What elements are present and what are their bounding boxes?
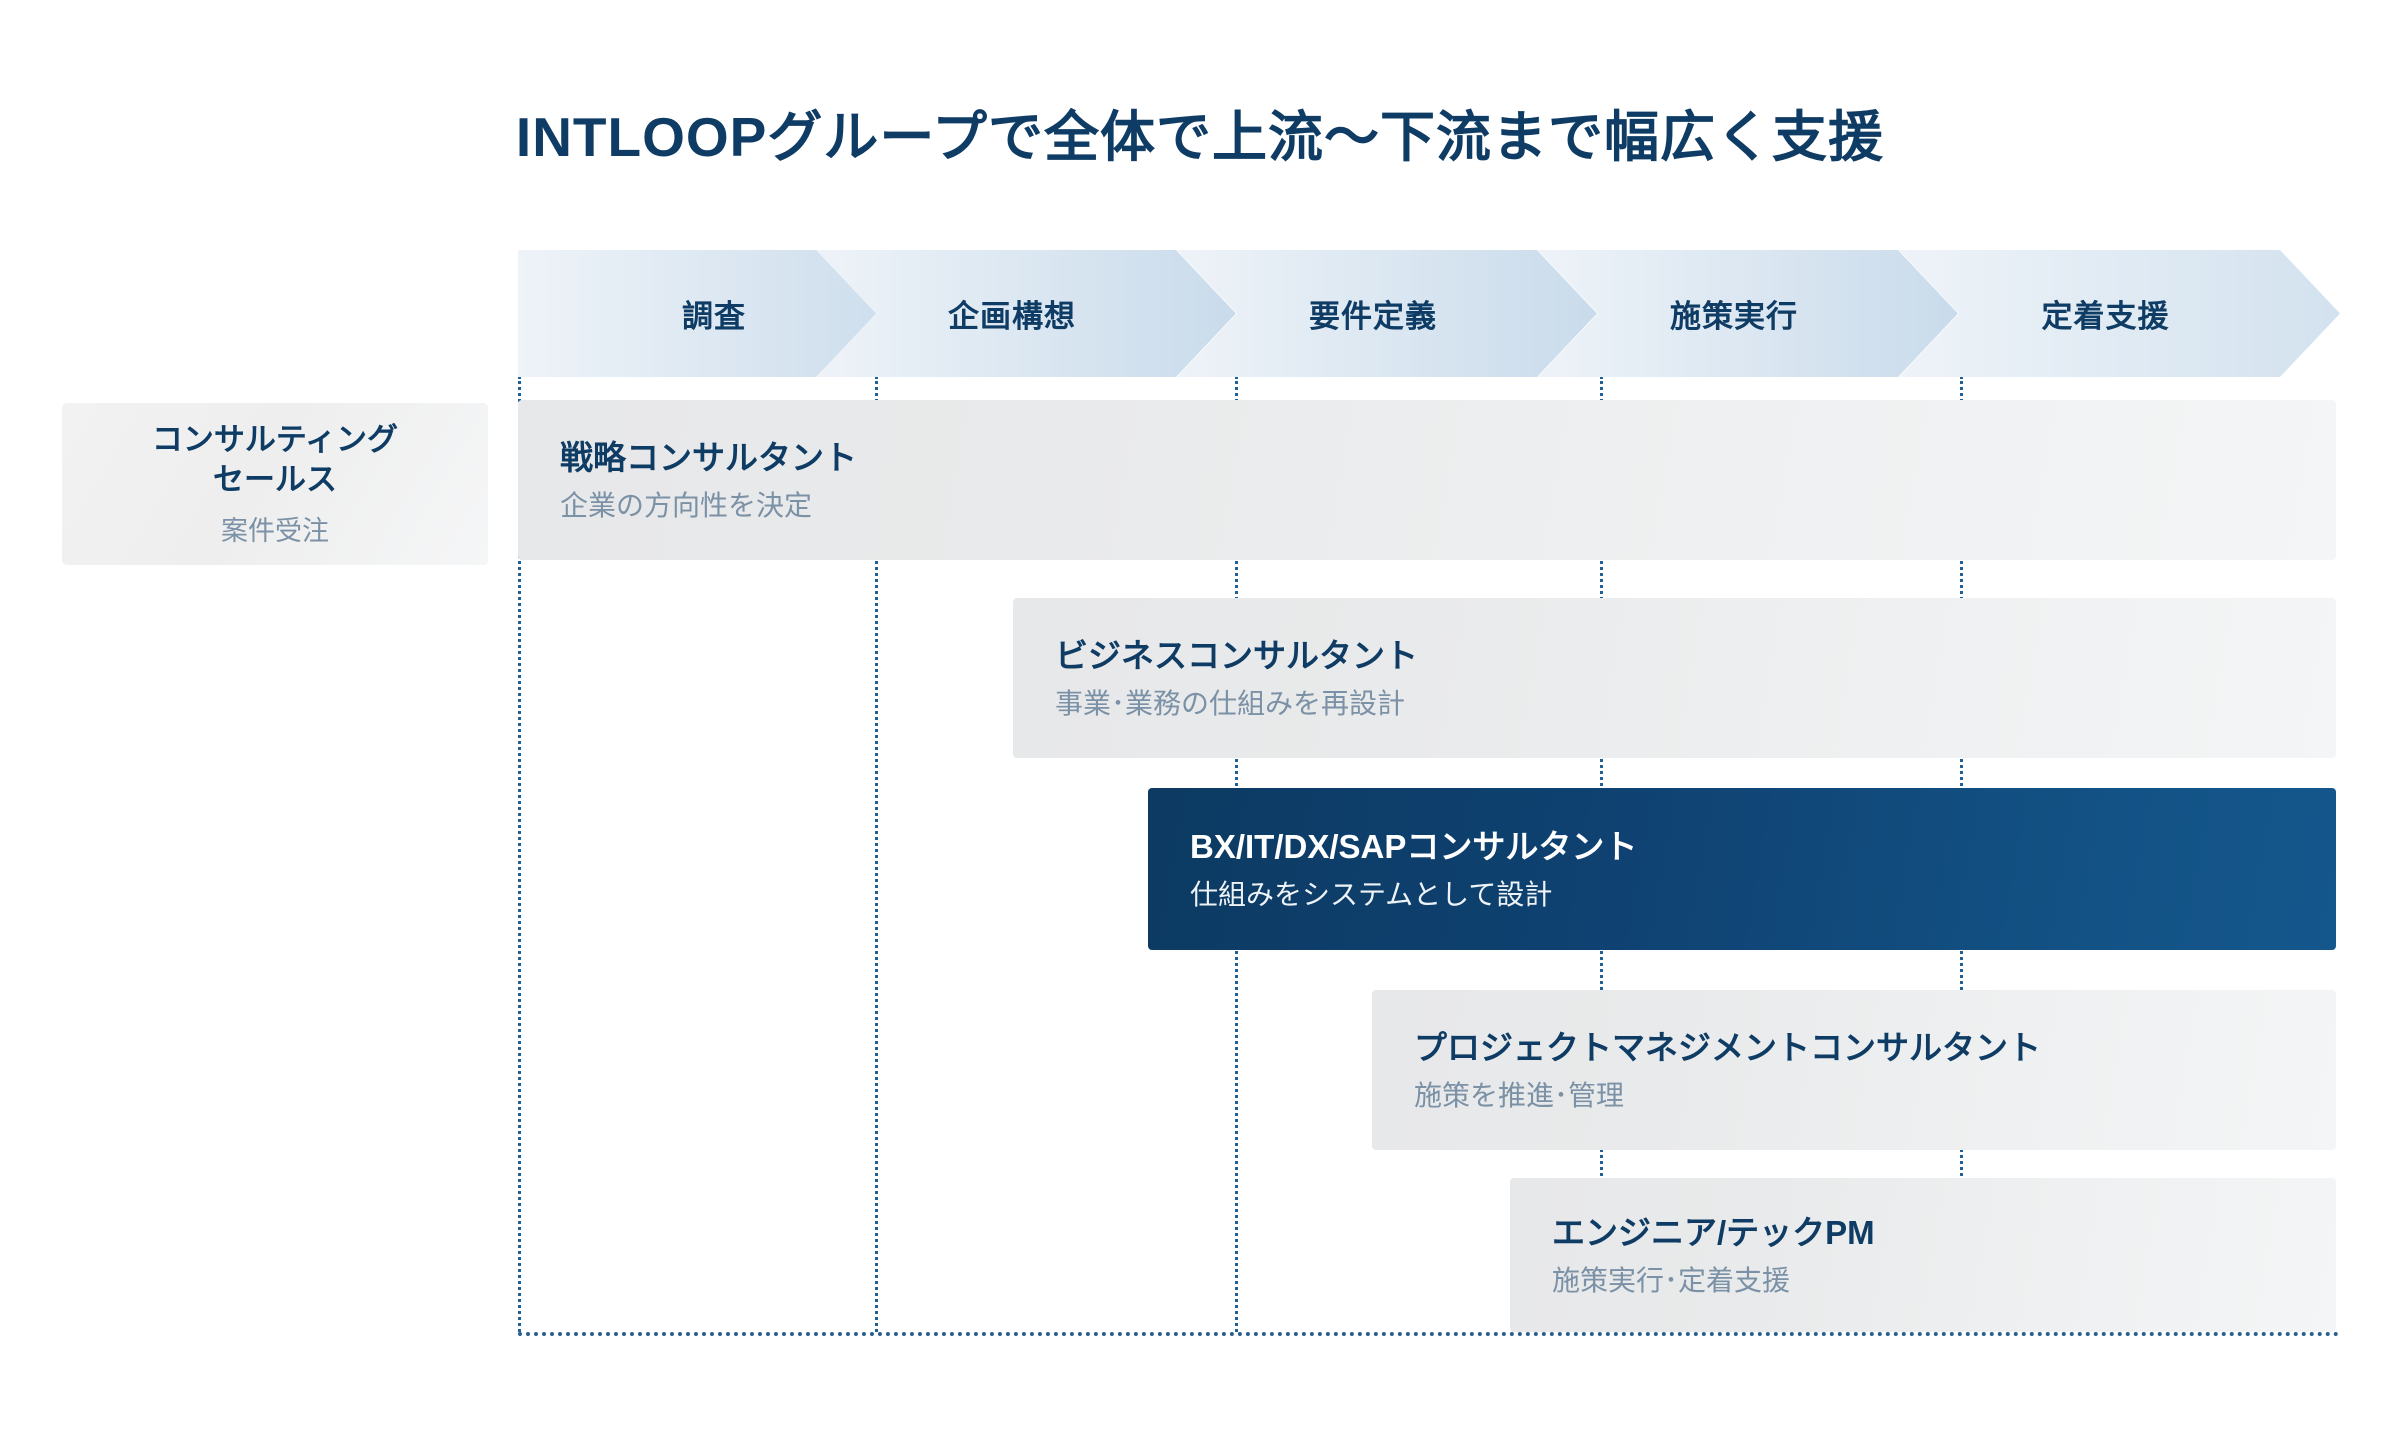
chevron-shape-icon: [1899, 250, 2340, 377]
role-title: エンジニア/テックPM: [1552, 1213, 1875, 1251]
baseline-guide: [518, 1332, 2340, 1336]
sidebar-card-title-line1: コンサルティング: [151, 422, 399, 458]
phase-label-3: 要件定義: [1309, 299, 1437, 334]
guide-line-phase-1: [518, 376, 521, 1332]
phase-chevron-1[interactable]: 調査: [518, 250, 938, 377]
sidebar-card-subtitle: 案件受注: [221, 515, 329, 546]
role-description: 仕組みをシステムとして設計: [1190, 878, 1553, 910]
chevron-shape-icon: [1538, 250, 1958, 377]
role-description: 企業の方向性を決定: [560, 489, 813, 521]
role-bar-project-management-consultant[interactable]: プロジェクトマネジメントコンサルタント 施策を推進･管理: [1372, 990, 2336, 1150]
sidebar-card-title-line2: セールス: [212, 462, 337, 497]
phase-chevron-3[interactable]: 要件定義: [1177, 250, 1597, 377]
role-bar-business-consultant[interactable]: ビジネスコンサルタント 事業･業務の仕組みを再設計: [1013, 598, 2336, 758]
chevron-shape-icon: [518, 250, 938, 377]
phase-chevron-4[interactable]: 施策実行: [1538, 250, 1958, 377]
role-title: BX/IT/DX/SAPコンサルタント: [1190, 827, 1638, 865]
phase-chevron-5[interactable]: 定着支援: [1899, 250, 2340, 377]
sidebar-card-consulting-sales[interactable]: コンサルティング セールス 案件受注: [62, 403, 488, 565]
role-bar-engineer-tech-pm[interactable]: エンジニア/テックPM 施策実行･定着支援: [1510, 1178, 2336, 1332]
role-bar-strategy-consultant[interactable]: 戦略コンサルタント 企業の方向性を決定: [518, 400, 2336, 560]
phase-header: 調査 企画構想 要件定義: [518, 250, 2340, 377]
phase-label-5: 定着支援: [2041, 299, 2170, 334]
chevron-shape-icon: [1177, 250, 1597, 377]
role-description: 施策実行･定着支援: [1552, 1264, 1791, 1296]
sidebar-card-title: コンサルティング セールス: [152, 420, 398, 499]
role-bar-bx-it-dx-sap-consultant[interactable]: BX/IT/DX/SAPコンサルタント 仕組みをシステムとして設計: [1148, 788, 2336, 950]
role-title: ビジネスコンサルタント: [1055, 636, 1418, 674]
phase-label-1: 調査: [682, 299, 746, 334]
role-description: 事業･業務の仕組みを再設計: [1055, 687, 1406, 719]
guide-line-phase-2: [875, 376, 878, 1332]
role-title: プロジェクトマネジメントコンサルタント: [1414, 1028, 2041, 1066]
role-description: 施策を推進･管理: [1414, 1079, 1625, 1111]
role-title: 戦略コンサルタント: [560, 438, 857, 476]
page-title: INTLOOPグループで全体で上流〜下流まで幅広く支援: [515, 106, 1885, 168]
chevron-shape-icon: [816, 250, 1236, 377]
phase-label-2: 企画構想: [948, 299, 1076, 334]
phase-chevron-2[interactable]: 企画構想: [816, 250, 1236, 377]
phase-label-4: 施策実行: [1670, 299, 1798, 334]
